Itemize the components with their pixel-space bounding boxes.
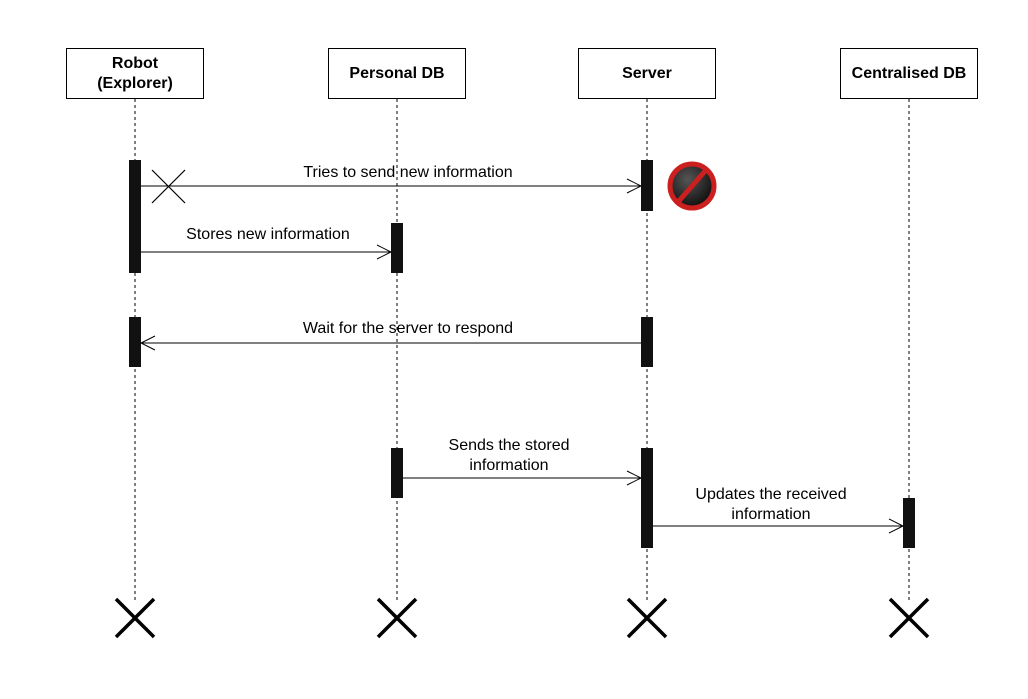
activation-server-2 [641, 317, 653, 367]
activation-personal-db-1 [391, 223, 403, 273]
activation-robot-1 [129, 160, 141, 273]
arrowhead-stores [376, 244, 393, 260]
activation-server-3 [641, 448, 653, 548]
activation-personal-db-2 [391, 448, 403, 498]
message-label-tries-to-send: Tries to send new information [303, 164, 513, 181]
destroy-icon-robot [114, 597, 156, 639]
participant-personal-db: Personal DB [328, 48, 466, 99]
destroy-icon-server [626, 597, 668, 639]
arrowhead-sends-stored [626, 470, 643, 486]
activation-server-1 [641, 160, 653, 211]
destroy-icon-personal-db [376, 597, 418, 639]
arrowhead-wait [139, 335, 156, 351]
participant-centralised-db: Centralised DB [840, 48, 978, 99]
message-label-stores: Stores new information [186, 226, 350, 243]
participant-server: Server [578, 48, 716, 99]
activation-robot-2 [129, 317, 141, 367]
prohibited-icon [667, 161, 717, 211]
message-label-sends-stored: Sends the stored information [448, 437, 570, 474]
arrowhead-updates [888, 518, 905, 534]
message-label-wait: Wait for the server to respond [302, 320, 514, 337]
activation-centralised-db [903, 498, 915, 548]
cross-icon [151, 169, 186, 204]
destroy-icon-centralised-db [888, 597, 930, 639]
message-label-updates: Updates the received information [695, 486, 847, 523]
participant-robot-explorer: Robot (Explorer) [66, 48, 204, 99]
arrowhead-tries-to-send [626, 178, 643, 194]
